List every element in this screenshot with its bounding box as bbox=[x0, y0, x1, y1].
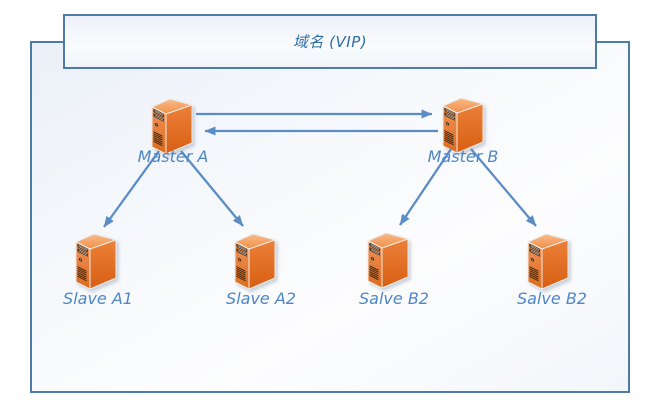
vip-title-box: 域名 (VIP) bbox=[63, 14, 597, 69]
label-slave-a1: Slave A1 bbox=[63, 289, 133, 308]
vip-title: 域名 (VIP) bbox=[292, 33, 368, 51]
label-slave-a2: Slave A2 bbox=[226, 289, 296, 308]
topology-container bbox=[30, 41, 630, 393]
label-salve-b2-left: Salve B2 bbox=[359, 289, 429, 308]
label-salve-b2-right: Salve B2 bbox=[517, 289, 587, 308]
label-master-b: Master B bbox=[427, 147, 499, 166]
label-master-a: Master A bbox=[137, 147, 209, 166]
